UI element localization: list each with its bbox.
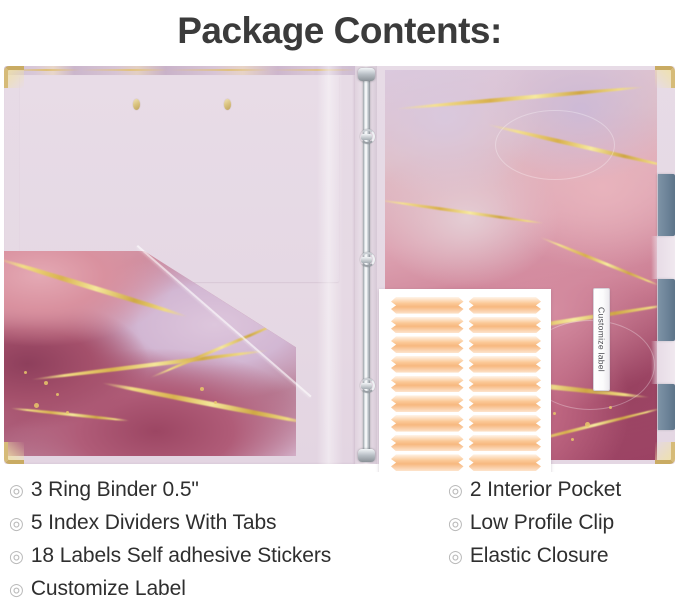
contents-item: ◎ 5 Index Dividers With Tabs <box>9 511 440 543</box>
contents-item: ◎ Low Profile Clip <box>448 511 679 543</box>
binder-ring-post <box>361 383 372 389</box>
binder-ring-post <box>361 134 372 140</box>
customize-label-tab[interactable]: Customize label <box>593 288 610 391</box>
binder-ring <box>360 129 375 144</box>
gold-vein <box>395 85 645 111</box>
adhesive-label-sticker <box>391 355 464 373</box>
contents-item-label: 5 Index Dividers With Tabs <box>30 511 277 534</box>
bullet-circle-icon: ◎ <box>448 481 463 501</box>
interior-pocket-panel <box>20 76 339 282</box>
gold-fleck <box>553 412 556 415</box>
adhesive-label-sticker <box>391 414 464 432</box>
binder-ring-post <box>361 257 372 263</box>
contents-item-label: 3 Ring Binder 0.5" <box>30 478 199 501</box>
adhesive-label-sticker <box>468 454 541 471</box>
bullet-circle-icon: ◎ <box>448 514 463 534</box>
adhesive-label-sticker <box>391 454 464 471</box>
adhesive-label-sticker <box>468 336 541 353</box>
index-divider-tab[interactable] <box>658 174 675 236</box>
adhesive-label-sticker <box>391 375 464 393</box>
adhesive-label-sticker <box>391 316 464 334</box>
adhesive-label-sticker <box>391 395 464 412</box>
gold-fleck <box>24 371 27 374</box>
adhesive-label-sticker <box>391 434 464 452</box>
index-divider-sheet <box>651 236 675 279</box>
ring-rail-cap <box>358 68 375 81</box>
gold-fleck <box>609 406 612 409</box>
gold-fleck <box>66 411 69 414</box>
gold-vein <box>539 235 657 288</box>
contents-item: ◎ 18 Labels Self adhesive Stickers <box>9 544 440 576</box>
customize-label-tab-text: Customize label <box>596 307 607 372</box>
gold-fleck <box>214 401 217 404</box>
marble-swirl <box>495 110 615 180</box>
adhesive-label-sticker <box>468 414 541 432</box>
contents-item: ◎ Elastic Closure <box>448 544 679 576</box>
gold-fleck <box>44 381 48 385</box>
binder-ring <box>360 252 375 267</box>
gold-fleck <box>56 393 59 396</box>
gold-corner-protector-icon <box>655 442 675 464</box>
adhesive-label-sticker <box>468 395 541 412</box>
binder-left-cover <box>4 66 355 464</box>
adhesive-label-sticker <box>468 375 541 393</box>
adhesive-label-sticker <box>391 297 464 314</box>
bullet-circle-icon: ◎ <box>9 547 24 567</box>
bullet-circle-icon: ◎ <box>448 547 463 567</box>
contents-item-label: 18 Labels Self adhesive Stickers <box>30 544 332 567</box>
contents-item: ◎ Customize Label <box>9 577 440 609</box>
gold-fleck <box>571 438 574 441</box>
adhesive-label-sticker <box>468 434 541 452</box>
contents-right-column: ◎ 2 Interior Pocket ◎ Low Profile Clip ◎ Elas… <box>440 478 679 612</box>
adhesive-label-sticker <box>391 336 464 353</box>
label-sticker-sheet <box>379 289 551 472</box>
package-contents-list: ◎ 3 Ring Binder 0.5" ◎ 5 Index Dividers Wit… <box>0 478 679 612</box>
gold-fleck <box>200 387 204 391</box>
bullet-circle-icon: ◎ <box>9 481 24 501</box>
left-cover-top-marble-edge <box>4 66 355 75</box>
contents-item: ◎ 2 Interior Pocket <box>448 478 679 510</box>
index-divider-tab[interactable] <box>658 384 675 430</box>
ring-rail-cap <box>358 449 375 462</box>
bullet-circle-icon: ◎ <box>9 514 24 534</box>
gold-corner-protector-icon <box>655 66 675 88</box>
adhesive-label-sticker <box>468 355 541 373</box>
bullet-circle-icon: ◎ <box>9 580 24 600</box>
open-binder: Customize label <box>4 66 675 464</box>
page-title: Package Contents: <box>177 10 502 51</box>
index-divider-tab[interactable] <box>658 279 675 341</box>
contents-item-label: Elastic Closure <box>469 544 609 567</box>
index-divider-sheet <box>651 341 675 384</box>
adhesive-label-sticker <box>468 316 541 334</box>
pocket-rivet <box>224 99 231 110</box>
contents-item-label: Customize Label <box>30 577 186 600</box>
adhesive-label-sticker <box>468 297 541 314</box>
binder-ring <box>360 378 375 393</box>
title-bar: Package Contents: <box>0 0 679 62</box>
gold-fleck <box>585 422 590 427</box>
binder-spine <box>355 66 377 464</box>
contents-item-label: 2 Interior Pocket <box>469 478 622 501</box>
gold-vein <box>385 198 545 225</box>
contents-left-column: ◎ 3 Ring Binder 0.5" ◎ 5 Index Dividers Wit… <box>0 478 440 612</box>
contents-item: ◎ 3 Ring Binder 0.5" <box>9 478 440 510</box>
pocket-rivet <box>133 99 140 110</box>
gold-fleck <box>34 403 39 408</box>
contents-item-label: Low Profile Clip <box>469 511 615 534</box>
product-photo: Customize label <box>0 62 679 472</box>
